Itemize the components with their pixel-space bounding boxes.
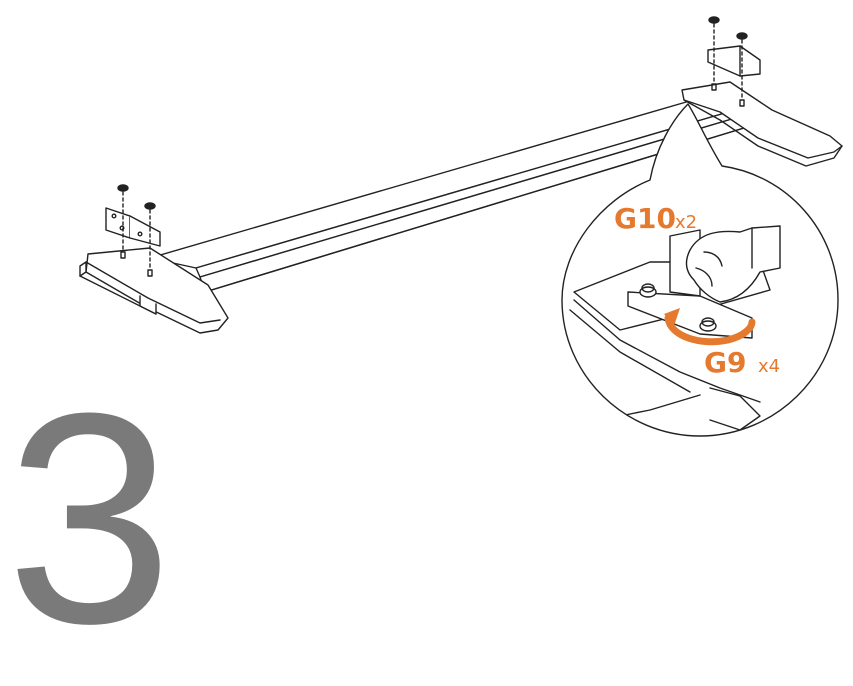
part-code: G10 <box>614 202 676 235</box>
assembly-diagram: G10 x2 G9 x4 <box>79 16 843 437</box>
left-bracket <box>105 184 161 277</box>
step-number: 3 <box>6 350 173 686</box>
part-qty: x4 <box>758 356 780 377</box>
crossbar <box>149 97 745 293</box>
part-label-g9: G9 x4 <box>704 346 780 379</box>
hand-icon <box>685 225 781 303</box>
rotate-arrow-icon <box>664 308 756 346</box>
left-foot <box>79 247 229 334</box>
part-qty: x2 <box>675 212 697 233</box>
right-foot <box>681 81 843 167</box>
part-label-g10: G10 x2 <box>614 202 697 235</box>
nut-icon <box>639 283 717 332</box>
assembly-step: G10 x2 G9 x4 3 <box>6 16 843 668</box>
right-bracket <box>707 16 761 107</box>
part-code: G9 <box>704 346 746 379</box>
